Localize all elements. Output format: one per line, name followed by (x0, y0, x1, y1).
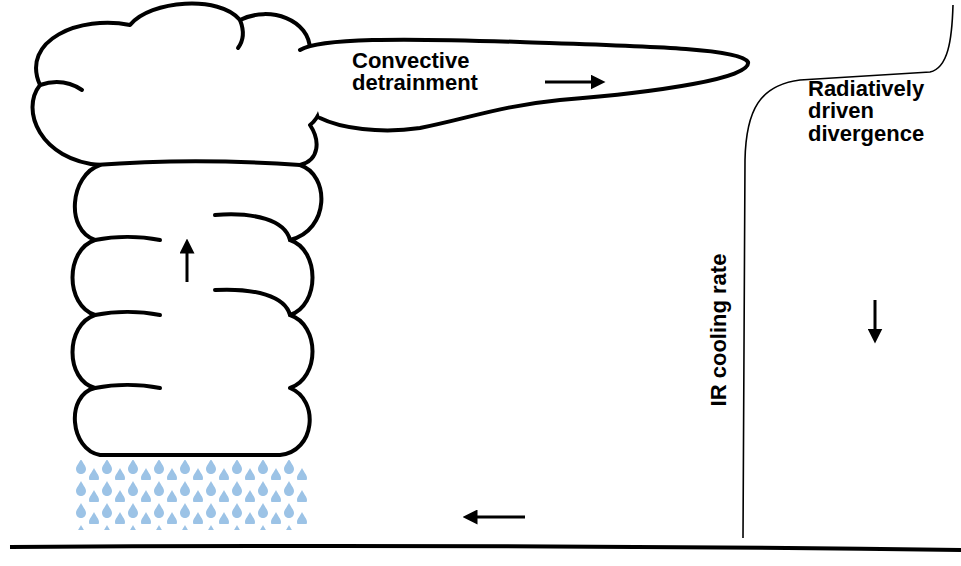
lobe-line (95, 312, 160, 315)
ground-line (10, 546, 961, 550)
updraft-arrow (186, 246, 189, 282)
lobe-line (95, 161, 300, 165)
lobe-line (40, 82, 82, 90)
cumulus-tower (33, 4, 326, 455)
axis-label: IR cooling rate (708, 254, 730, 407)
lobe-line (215, 214, 290, 240)
cloud-lobe-lines (40, 20, 300, 388)
lobe-line (95, 385, 160, 388)
subsidence-arrow (874, 300, 877, 336)
lobe-line (238, 20, 243, 48)
lobe-line (215, 290, 290, 315)
outflow-arrow (545, 81, 598, 84)
anvil-shape (300, 40, 748, 131)
anvil-cloud: Convective detrainment (290, 30, 755, 140)
inflow-arrow (470, 516, 525, 519)
process-label: Radiatively driven divergence (808, 78, 958, 145)
lobe-line (95, 237, 160, 240)
rain-drops (75, 460, 310, 530)
node-text: Convective detrainment (352, 50, 512, 95)
